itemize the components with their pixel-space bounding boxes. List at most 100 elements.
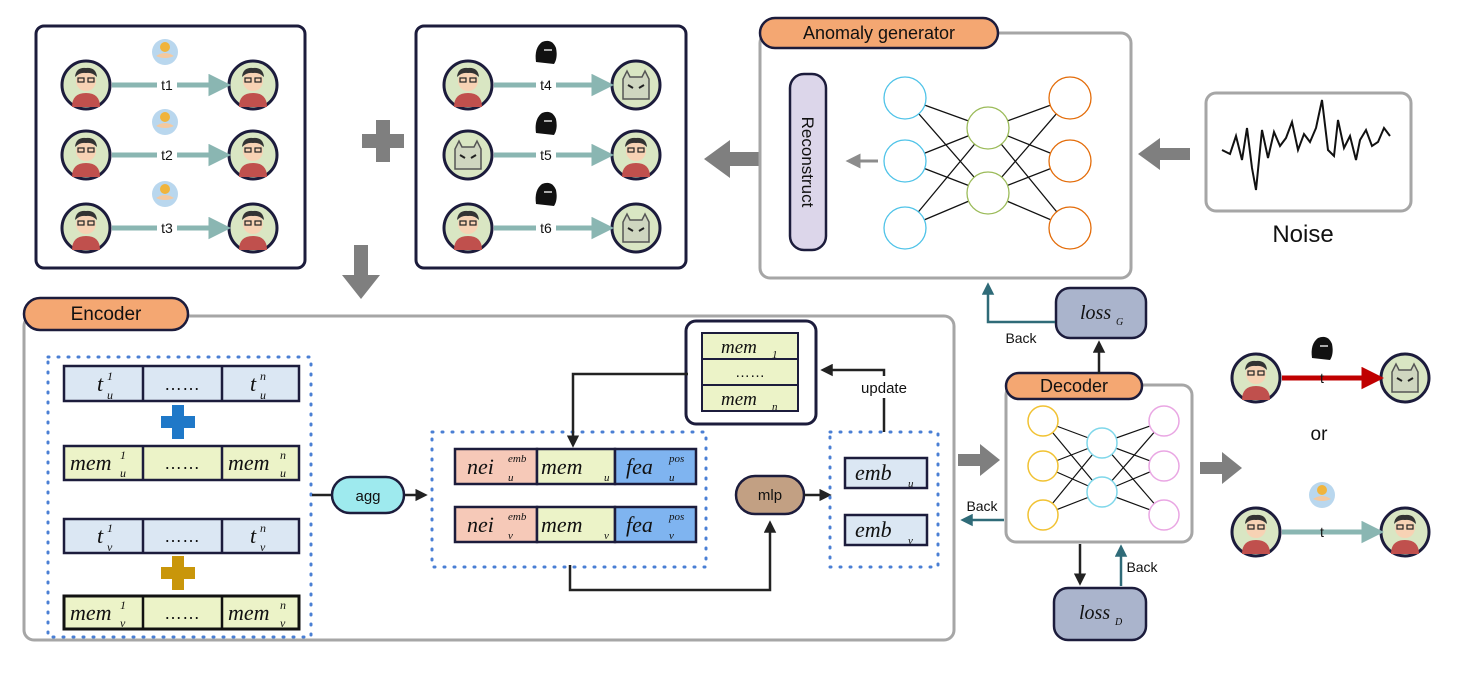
- edge-time-label: t5: [540, 147, 552, 163]
- svg-text:u: u: [107, 388, 113, 402]
- user-icon: [442, 202, 494, 254]
- back-label: Back: [966, 498, 998, 514]
- svg-text:u: u: [669, 472, 675, 484]
- output-anomalous-edge: t: [1230, 336, 1431, 404]
- svg-text:v: v: [280, 616, 286, 630]
- svg-text:nei: nei: [467, 454, 494, 479]
- devil-icon: [610, 59, 662, 111]
- svg-text:……: ……: [164, 603, 200, 623]
- svg-text:……: ……: [735, 364, 765, 381]
- svg-text:t: t: [1320, 370, 1324, 386]
- svg-text:G: G: [1116, 317, 1123, 328]
- svg-text:……: ……: [164, 526, 200, 546]
- plus-icon: [161, 556, 195, 590]
- hacker-icon: [1310, 336, 1334, 361]
- output-normal-edge: t: [1230, 482, 1431, 558]
- noise-label: Noise: [1272, 221, 1333, 248]
- encoder-title: Encoder: [71, 304, 142, 325]
- reconstruct-block: [788, 72, 828, 252]
- devil-icon: [1379, 352, 1431, 404]
- svg-text:mem: mem: [721, 389, 757, 410]
- left-arrow-icon: [1138, 138, 1190, 170]
- loss-d-label: loss: [1079, 602, 1110, 624]
- reconstruct-label: Reconstruct: [798, 117, 817, 208]
- svg-text:emb: emb: [855, 517, 892, 542]
- svg-text:mem: mem: [721, 337, 757, 358]
- svg-text:v: v: [107, 540, 113, 554]
- svg-text:n: n: [280, 598, 286, 612]
- agg-node: [330, 475, 406, 515]
- edge-time-label: t3: [161, 220, 173, 236]
- anomaly-generator-panel: Anomaly generator Reconstruct: [758, 16, 1133, 280]
- devil-icon: [442, 129, 494, 181]
- back-label: Back: [1126, 559, 1158, 575]
- plus-icon: [161, 405, 195, 439]
- svg-text:fea: fea: [626, 512, 653, 537]
- svg-text:mem: mem: [541, 512, 583, 537]
- normal-interactions-panel: t1 t2 t3: [34, 24, 307, 270]
- user-icon: [60, 129, 112, 181]
- devil-icon: [610, 202, 662, 254]
- t-v-row: t 1 v …… t n v: [62, 517, 301, 555]
- noise-signal: [1221, 99, 1391, 191]
- handshake-icon: [152, 109, 178, 135]
- svg-text:……: ……: [164, 374, 200, 394]
- update-label: update: [861, 380, 907, 397]
- svg-text:n: n: [260, 521, 266, 535]
- svg-text:t: t: [1320, 524, 1324, 540]
- handshake-icon: [1309, 482, 1335, 508]
- svg-text:u: u: [280, 466, 286, 480]
- loss-d-node: [1052, 586, 1148, 642]
- user-icon: [227, 59, 279, 111]
- svg-text:mem: mem: [70, 600, 112, 625]
- svg-text:nei: nei: [467, 512, 494, 537]
- svg-text:u: u: [508, 472, 514, 484]
- svg-text:n: n: [260, 369, 266, 383]
- edge-time-label: t4: [540, 77, 552, 93]
- svg-text:u: u: [604, 472, 610, 484]
- svg-text:emb: emb: [855, 460, 892, 485]
- down-arrow-icon: [342, 245, 380, 299]
- svg-text:1: 1: [107, 369, 113, 383]
- user-icon: [442, 59, 494, 111]
- left-arrow-icon: [704, 140, 772, 178]
- svg-text:t: t: [250, 371, 257, 396]
- user-icon: [60, 59, 112, 111]
- svg-text:u: u: [120, 466, 126, 480]
- svg-text:t: t: [97, 523, 104, 548]
- user-icon: [60, 202, 112, 254]
- user-icon: [1379, 506, 1431, 558]
- svg-text:1: 1: [772, 349, 778, 361]
- svg-text:D: D: [1114, 617, 1123, 628]
- memory-bank: mem 1 …… mem n: [684, 319, 818, 426]
- svg-text:v: v: [604, 530, 609, 542]
- user-icon: [1230, 352, 1282, 404]
- right-arrow-icon: [1200, 452, 1242, 484]
- mem-v-row: mem 1 v …… mem n v: [62, 594, 301, 631]
- or-label: or: [1311, 424, 1329, 445]
- t-u-row: t 1 u …… t n u: [62, 364, 301, 403]
- svg-text:v: v: [669, 530, 674, 542]
- svg-text:mem: mem: [228, 450, 270, 475]
- svg-text:1: 1: [120, 598, 126, 612]
- svg-text:mem: mem: [541, 454, 583, 479]
- handshake-icon: [152, 39, 178, 65]
- edge-time-label: t1: [161, 77, 173, 93]
- svg-text:v: v: [120, 616, 126, 630]
- feature-row-u: nei emb u mem u fea pos u: [453, 447, 698, 486]
- edge-time-label: t6: [540, 220, 552, 236]
- anomaly-generator-title: Anomaly generator: [803, 23, 955, 43]
- loss-g-label: loss: [1080, 302, 1111, 324]
- svg-text:t: t: [250, 523, 257, 548]
- svg-text:n: n: [280, 448, 286, 462]
- svg-text:pos: pos: [668, 511, 684, 523]
- plus-icon: [362, 120, 404, 162]
- user-icon: [1230, 506, 1282, 558]
- back-label: Back: [1005, 330, 1037, 346]
- feature-row-v: nei emb v mem v fea pos v: [453, 505, 698, 544]
- agg-label: agg: [355, 488, 380, 505]
- right-arrow-icon: [958, 444, 1000, 476]
- svg-text:u: u: [260, 388, 266, 402]
- mem-u-row: mem 1 u …… mem n u: [62, 444, 301, 482]
